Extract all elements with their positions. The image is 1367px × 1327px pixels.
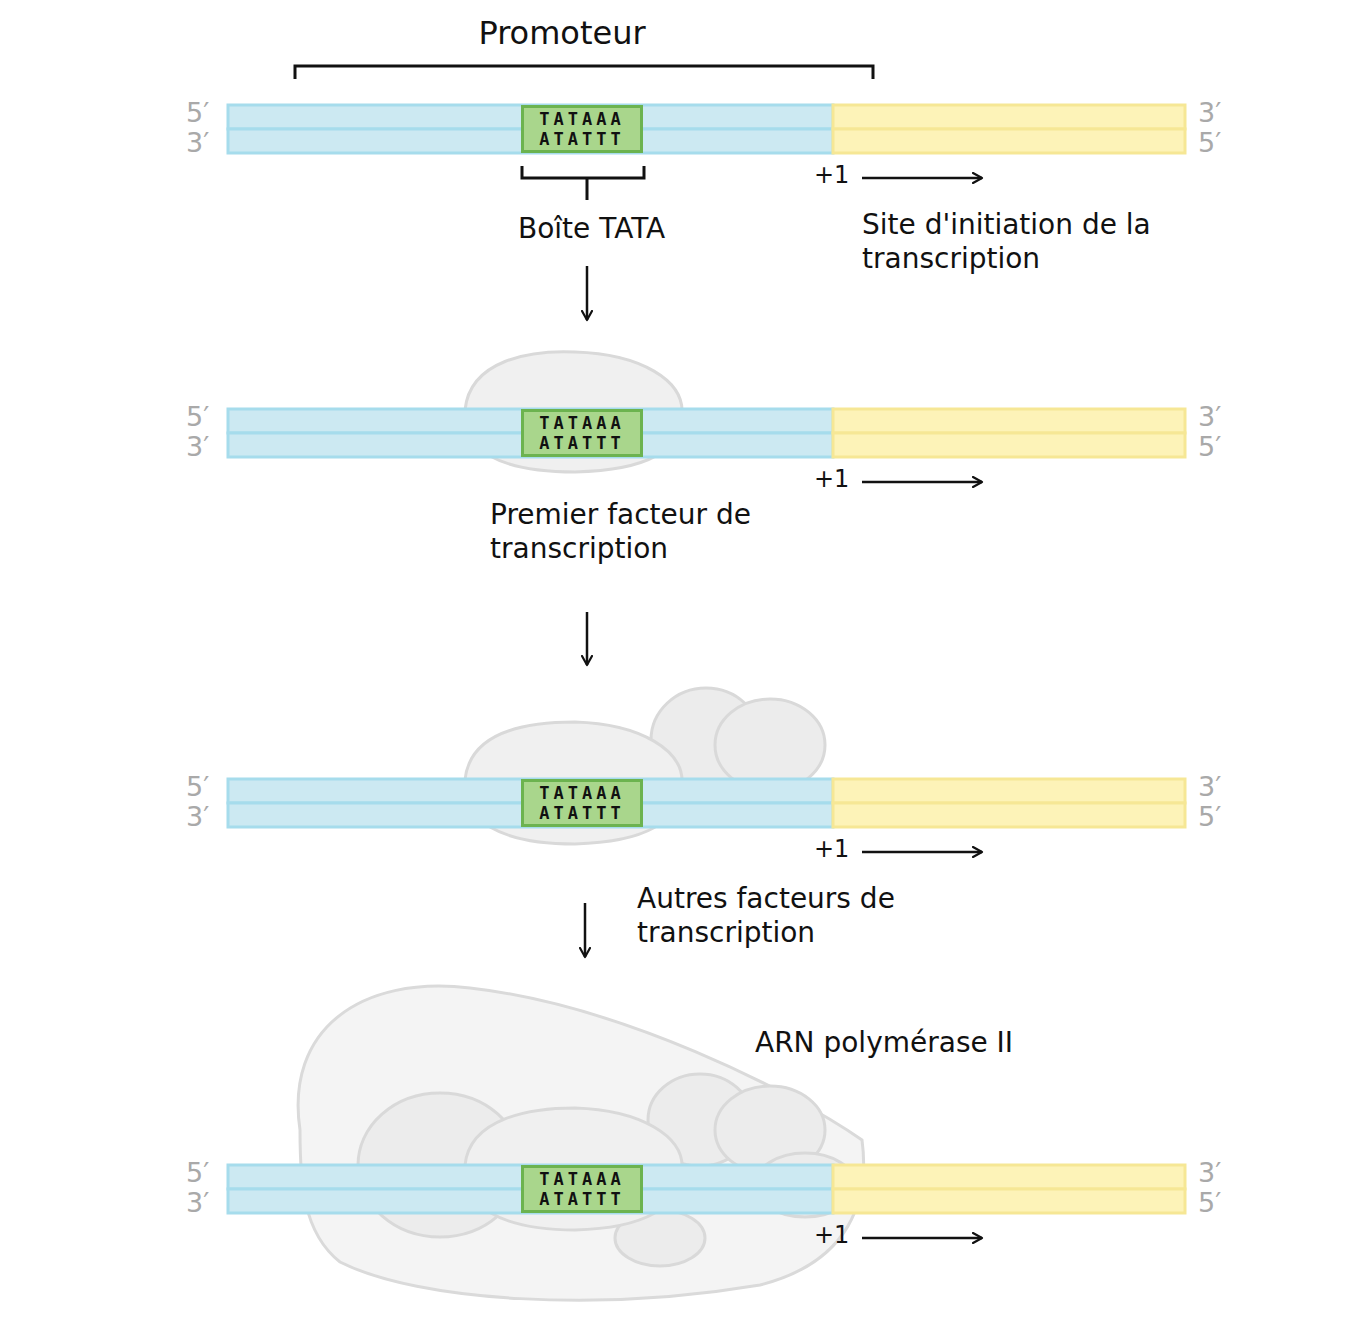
site-label: Site d'initiation de la transcription xyxy=(862,208,1202,275)
start-position: +1 xyxy=(814,835,849,864)
sequence-text: TATAAA xyxy=(539,783,624,803)
strand-end: 5′ xyxy=(186,97,209,129)
tata-box: TATAAAATATTT xyxy=(521,1165,643,1213)
strand-end: 3′ xyxy=(1198,1157,1221,1189)
sequence-text: TATAAA xyxy=(539,1169,624,1189)
tata-box: TATAAAATATTT xyxy=(521,105,643,153)
step-arrow xyxy=(586,266,589,320)
strand-end: 5′ xyxy=(1198,1187,1221,1219)
tata-box: TATAAAATATTT xyxy=(521,779,643,827)
strand-end: 5′ xyxy=(186,401,209,433)
start-position: +1 xyxy=(814,465,849,494)
strand-end: 5′ xyxy=(1198,127,1221,159)
promoter-bracket xyxy=(295,66,873,79)
step-arrow xyxy=(586,612,589,665)
region-title: Promoteur xyxy=(478,14,645,52)
step-label: Premier facteur de transcription xyxy=(490,498,790,565)
strand-end: 3′ xyxy=(1198,97,1221,129)
strand-end: 3′ xyxy=(186,1187,209,1219)
strand-end: 3′ xyxy=(186,801,209,833)
strand-end: 3′ xyxy=(1198,401,1221,433)
dna-strand xyxy=(228,105,1185,178)
strand-end: 5′ xyxy=(186,771,209,803)
strand-end: 5′ xyxy=(1198,431,1221,463)
strand-end: 5′ xyxy=(186,1157,209,1189)
dna-strand xyxy=(228,1165,1185,1238)
strand-end: 3′ xyxy=(1198,771,1221,803)
step-label: Autres facteurs de transcription xyxy=(637,882,937,949)
tata-bracket xyxy=(522,166,644,200)
start-position: +1 xyxy=(814,161,849,190)
sequence-text: ATATTT xyxy=(539,433,624,453)
enzyme-label: ARN polymérase II xyxy=(755,1026,1013,1060)
sequence-text: ATATTT xyxy=(539,129,624,149)
dna-strand xyxy=(228,779,1185,852)
dna-strand xyxy=(228,409,1185,482)
sequence-text: TATAAA xyxy=(539,109,624,129)
strand-end: 3′ xyxy=(186,127,209,159)
start-position: +1 xyxy=(814,1221,849,1250)
tata-box: TATAAAATATTT xyxy=(521,409,643,457)
strand-end: 5′ xyxy=(1198,801,1221,833)
factor-blob xyxy=(715,699,825,791)
sequence-text: ATATTT xyxy=(539,1189,624,1209)
sequence-text: TATAAA xyxy=(539,413,624,433)
sequence-text: ATATTT xyxy=(539,803,624,823)
strand-end: 3′ xyxy=(186,431,209,463)
step-arrow xyxy=(584,903,587,957)
element-label: Boîte TATA xyxy=(518,212,665,246)
